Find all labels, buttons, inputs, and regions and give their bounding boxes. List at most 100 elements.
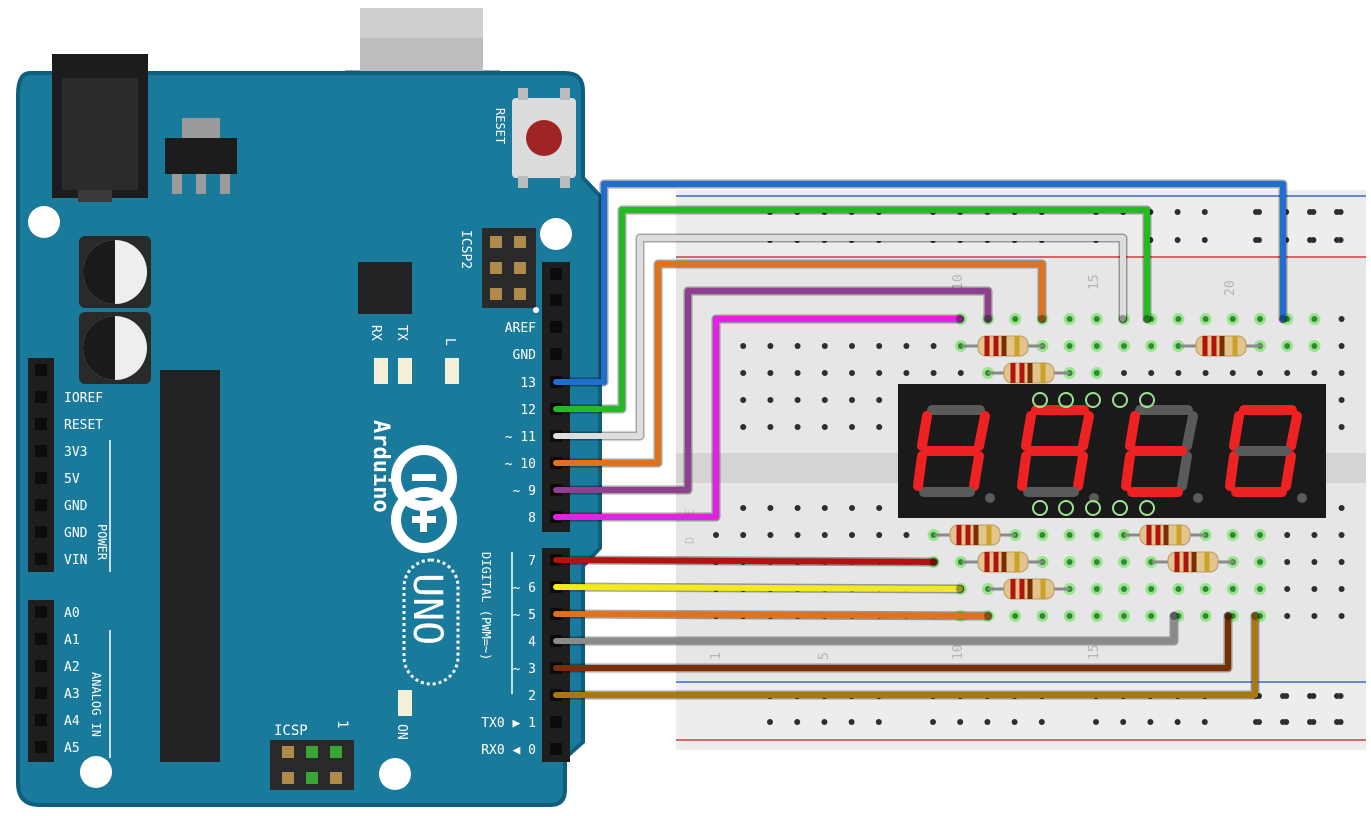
- digital-pin-label: 12: [520, 403, 536, 418]
- resistor: [988, 362, 1070, 384]
- breadboard-hole: [1338, 343, 1345, 349]
- analog-header: [28, 600, 54, 762]
- breadboard-hole: [1066, 559, 1073, 565]
- top-power-rail: [676, 190, 1366, 258]
- breadboard-hole: [794, 370, 801, 376]
- wire-end: [1170, 612, 1178, 620]
- breadboard-hole: [849, 505, 855, 511]
- jumper-wire[interactable]: [553, 557, 937, 565]
- rail-hole: [1201, 209, 1208, 215]
- wire-end: [1251, 612, 1259, 620]
- breadboard-hole: [1257, 613, 1263, 619]
- segment: [1225, 451, 1239, 491]
- arduino-logo: [391, 445, 457, 553]
- segment: [913, 451, 927, 491]
- reset-button[interactable]: [512, 88, 576, 188]
- breadboard-hole: [1311, 532, 1318, 538]
- breadboard-hole: [1229, 586, 1236, 592]
- plus-sign-v: [420, 508, 427, 532]
- jumper-wire[interactable]: [553, 613, 1258, 698]
- breadboard-hole: [1338, 397, 1345, 403]
- power-pin-label: 5V: [64, 472, 80, 487]
- breadboard-hole: [1338, 424, 1345, 430]
- jumper-wire[interactable]: [553, 207, 1150, 412]
- row-letter: D: [683, 537, 697, 544]
- breadboard-hole: [1066, 316, 1073, 322]
- jumper-wire[interactable]: [553, 611, 991, 619]
- header-pin: [550, 321, 562, 333]
- bottom-power-rail: [676, 680, 1366, 750]
- rail-hole: [821, 719, 828, 725]
- wire-end: [1224, 612, 1232, 620]
- breadboard-hole: [1202, 370, 1209, 376]
- breadboard-hole: [1039, 532, 1046, 538]
- jumper-wire[interactable]: [553, 181, 1286, 385]
- mounting-hole: [379, 758, 411, 790]
- digital-pin-label: GND: [513, 348, 537, 363]
- breadboard-hole: [1338, 559, 1345, 565]
- icsp2-header: [482, 228, 536, 308]
- header-pin: [35, 472, 47, 484]
- power-pin-label: IOREF: [64, 391, 103, 406]
- segment: [1078, 411, 1094, 451]
- on-led: [398, 690, 412, 716]
- infinity-loop-left: [391, 445, 457, 511]
- analog-label: ANALOG IN: [89, 672, 103, 737]
- rail-hole: [1174, 209, 1181, 215]
- header-pin: [35, 526, 47, 538]
- jumper-wire[interactable]: [553, 261, 1045, 466]
- rail-hole: [1120, 719, 1127, 725]
- power-pin-label: 3V3: [64, 445, 87, 460]
- segment: [1125, 411, 1140, 451]
- resistor: [962, 551, 1044, 573]
- header-pin: [35, 445, 47, 457]
- wire-end: [984, 315, 992, 323]
- jumper-wire[interactable]: [553, 613, 1177, 644]
- breadboard-hole: [740, 424, 747, 430]
- rail-hole: [1174, 719, 1181, 725]
- rail-hole: [1201, 719, 1208, 725]
- breadboard-hole: [1284, 532, 1291, 538]
- rail-hole: [875, 719, 882, 725]
- breadboard-hole: [1284, 586, 1291, 592]
- breadboard-hole: [794, 532, 801, 538]
- rail-hole: [984, 719, 991, 725]
- breadboard-hole: [903, 532, 910, 538]
- breadboard-hole: [1202, 316, 1209, 322]
- jumper-wire[interactable]: [553, 235, 1126, 439]
- jumper-wire[interactable]: [553, 316, 963, 520]
- decimal-point: [1297, 493, 1307, 503]
- breadboard-hole: [957, 370, 964, 376]
- breadboard-hole: [876, 505, 883, 511]
- row-letter: E: [683, 509, 697, 516]
- breadboard-hole: [903, 370, 910, 376]
- analog-pin-label: A3: [64, 687, 80, 702]
- column-numbers: 10 15 20 1 5 10 15: [709, 274, 1238, 660]
- l-led: [445, 358, 459, 384]
- breadboard-hole: [1175, 586, 1182, 592]
- breadboard-hole: [849, 532, 855, 538]
- jumper-wires: [551, 179, 1288, 700]
- breadboard-hole: [767, 505, 774, 511]
- jumper-wire[interactable]: [553, 613, 1231, 671]
- column-number: 10: [951, 644, 966, 660]
- segment: [969, 451, 984, 491]
- jumper-wire[interactable]: [553, 288, 991, 493]
- segment: [1182, 411, 1198, 451]
- breadboard-hole: [849, 370, 855, 376]
- rail-hole: [1280, 719, 1286, 725]
- segment: [1286, 411, 1302, 451]
- seven-segment-display: [898, 384, 1326, 518]
- decimal-point: [985, 493, 995, 503]
- jumper-wire[interactable]: [553, 584, 963, 592]
- segment: [1021, 411, 1036, 451]
- header-pin: [35, 660, 47, 672]
- uno-label: UNO: [404, 573, 450, 645]
- rail-hole: [1334, 693, 1340, 699]
- digital-pin-label: ~ 3: [513, 662, 536, 677]
- power-pin-label: RESET: [64, 418, 103, 433]
- breadboard: 10 15 20 1 5 10 15 E D: [676, 190, 1366, 750]
- breadboard-hole: [1202, 613, 1209, 619]
- resistor: [1124, 524, 1206, 546]
- analog-pin-label: A0: [64, 606, 80, 621]
